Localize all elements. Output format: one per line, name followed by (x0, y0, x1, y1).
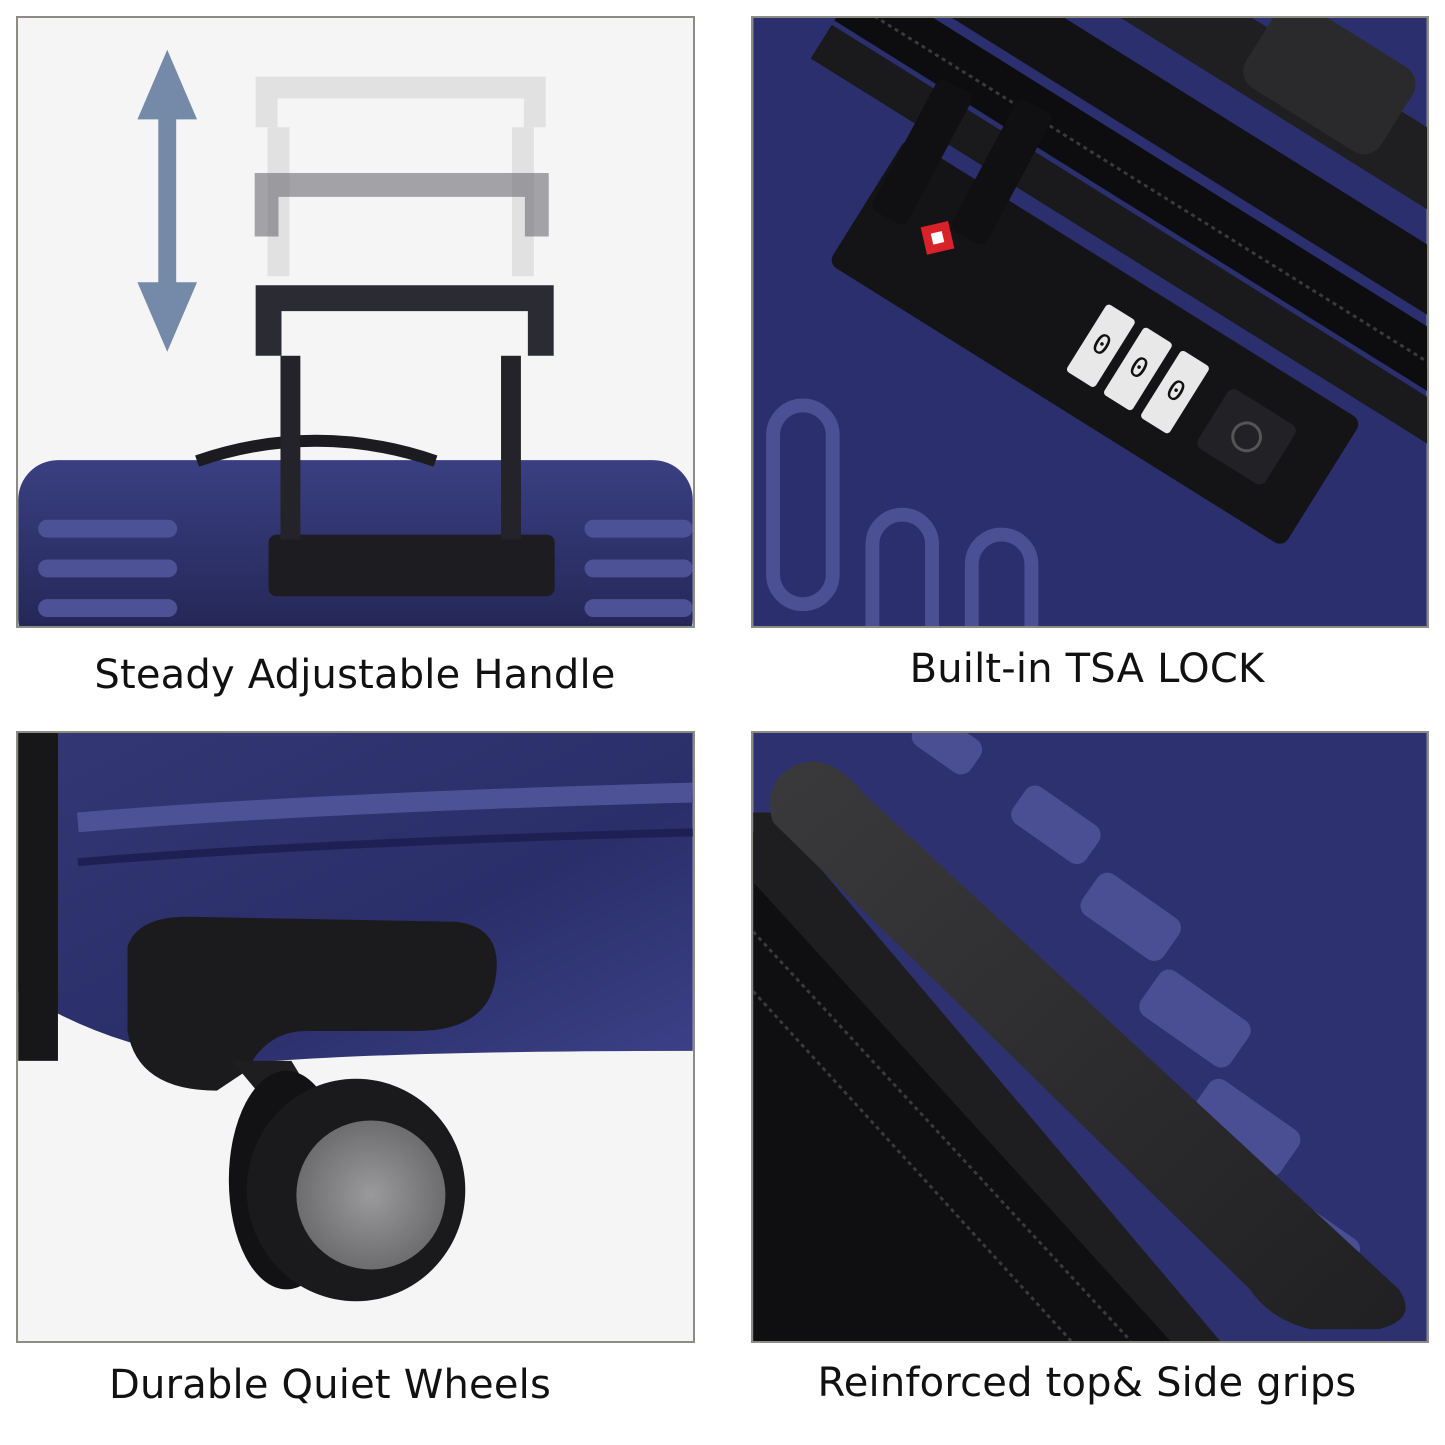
photo-side-grips (751, 731, 1429, 1343)
caption-quiet-wheels: Durable Quiet Wheels (109, 1362, 551, 1408)
caption-tsa-lock: Built-in TSA LOCK (909, 646, 1265, 692)
photo-adjustable-handle (16, 16, 695, 628)
tsa-lock-illustration: 0 0 0 (753, 18, 1427, 626)
handle-illustration (18, 18, 693, 626)
wheel-hub-icon (296, 1120, 446, 1270)
photo-quiet-wheels (16, 731, 695, 1343)
tsa-diamond-icon (920, 220, 955, 255)
caption-adjustable-handle: Steady Adjustable Handle (94, 652, 616, 698)
up-down-arrow-icon (137, 49, 198, 352)
combination-dials: 0 0 0 (1066, 304, 1209, 434)
photo-tsa-lock: 0 0 0 (751, 16, 1429, 628)
grips-illustration (753, 733, 1427, 1341)
wheels-illustration (18, 733, 693, 1341)
caption-side-grips: Reinforced top& Side grips (817, 1360, 1357, 1406)
